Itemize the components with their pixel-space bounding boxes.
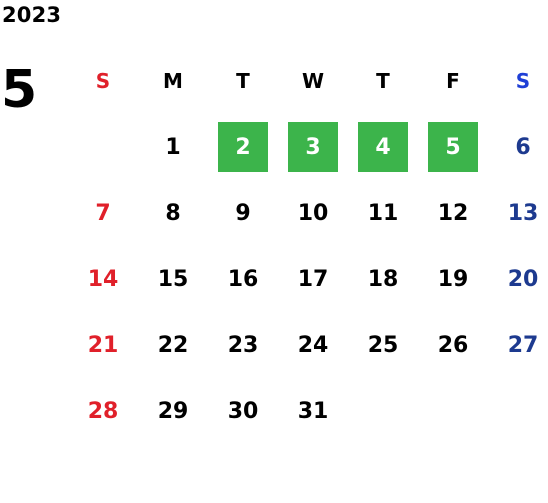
day-cell: 20 bbox=[488, 246, 548, 312]
day-number: 15 bbox=[157, 266, 189, 292]
day-number: 11 bbox=[367, 200, 399, 226]
day-cell: 14 bbox=[68, 246, 138, 312]
day-number: 24 bbox=[297, 332, 329, 358]
day-number: 4 bbox=[358, 122, 408, 172]
weekday-header-thursday: T bbox=[376, 69, 390, 93]
day-cell: 31 bbox=[278, 378, 348, 444]
day-cell: 12 bbox=[418, 180, 488, 246]
day-number: 18 bbox=[367, 266, 399, 292]
day-number: 13 bbox=[507, 200, 539, 226]
weekday-header-sunday: S bbox=[95, 69, 111, 93]
day-number: 14 bbox=[87, 266, 119, 292]
day-cell: 8 bbox=[138, 180, 208, 246]
day-number: 1 bbox=[165, 134, 181, 160]
day-number: 5 bbox=[428, 122, 478, 172]
day-number: 12 bbox=[437, 200, 469, 226]
weekday-header-tuesday: T bbox=[236, 69, 250, 93]
empty-day-cell bbox=[418, 378, 488, 444]
day-number: 28 bbox=[87, 398, 119, 424]
empty-day-cell bbox=[348, 378, 418, 444]
day-cell: 7 bbox=[68, 180, 138, 246]
day-cell: 29 bbox=[138, 378, 208, 444]
day-number: 17 bbox=[297, 266, 329, 292]
day-number: 16 bbox=[227, 266, 259, 292]
day-cell: 11 bbox=[348, 180, 418, 246]
day-number: 19 bbox=[437, 266, 469, 292]
day-cell: 28 bbox=[68, 378, 138, 444]
highlighted-day-cell: 2 bbox=[208, 114, 278, 180]
day-number: 2 bbox=[218, 122, 268, 172]
day-cell: 24 bbox=[278, 312, 348, 378]
day-number: 25 bbox=[367, 332, 399, 358]
day-number: 27 bbox=[507, 332, 539, 358]
day-cell: 25 bbox=[348, 312, 418, 378]
day-cell: 22 bbox=[138, 312, 208, 378]
day-cell: 6 bbox=[488, 114, 548, 180]
empty-day-cell bbox=[68, 114, 138, 180]
day-cell: 16 bbox=[208, 246, 278, 312]
day-number: 26 bbox=[437, 332, 469, 358]
day-number: 7 bbox=[95, 200, 111, 226]
highlighted-day-cell: 3 bbox=[278, 114, 348, 180]
weekday-header-saturday: S bbox=[515, 69, 531, 93]
calendar-month: 5 bbox=[1, 60, 38, 120]
day-cell: 18 bbox=[348, 246, 418, 312]
day-cell: 13 bbox=[488, 180, 548, 246]
highlighted-day-cell: 4 bbox=[348, 114, 418, 180]
empty-day-cell bbox=[488, 378, 548, 444]
weekday-header-friday: F bbox=[446, 69, 460, 93]
day-number: 6 bbox=[515, 134, 531, 160]
day-cell: 21 bbox=[68, 312, 138, 378]
day-cell: 10 bbox=[278, 180, 348, 246]
day-number: 8 bbox=[165, 200, 181, 226]
day-cell: 26 bbox=[418, 312, 488, 378]
day-cell: 17 bbox=[278, 246, 348, 312]
day-number: 20 bbox=[507, 266, 539, 292]
day-number: 10 bbox=[297, 200, 329, 226]
day-cell: 9 bbox=[208, 180, 278, 246]
calendar-year: 2023 bbox=[2, 3, 62, 27]
day-cell: 27 bbox=[488, 312, 548, 378]
weekday-header-wednesday: W bbox=[301, 69, 325, 93]
day-number: 21 bbox=[87, 332, 119, 358]
day-cell: 23 bbox=[208, 312, 278, 378]
day-cell: 15 bbox=[138, 246, 208, 312]
day-cell: 30 bbox=[208, 378, 278, 444]
day-number: 9 bbox=[235, 200, 251, 226]
day-cell: 19 bbox=[418, 246, 488, 312]
day-number: 31 bbox=[297, 398, 329, 424]
weekday-header-monday: M bbox=[163, 69, 183, 93]
day-cell: 1 bbox=[138, 114, 208, 180]
day-number: 30 bbox=[227, 398, 259, 424]
day-number: 23 bbox=[227, 332, 259, 358]
day-number: 22 bbox=[157, 332, 189, 358]
highlighted-day-cell: 5 bbox=[418, 114, 488, 180]
day-number: 29 bbox=[157, 398, 189, 424]
day-number: 3 bbox=[288, 122, 338, 172]
